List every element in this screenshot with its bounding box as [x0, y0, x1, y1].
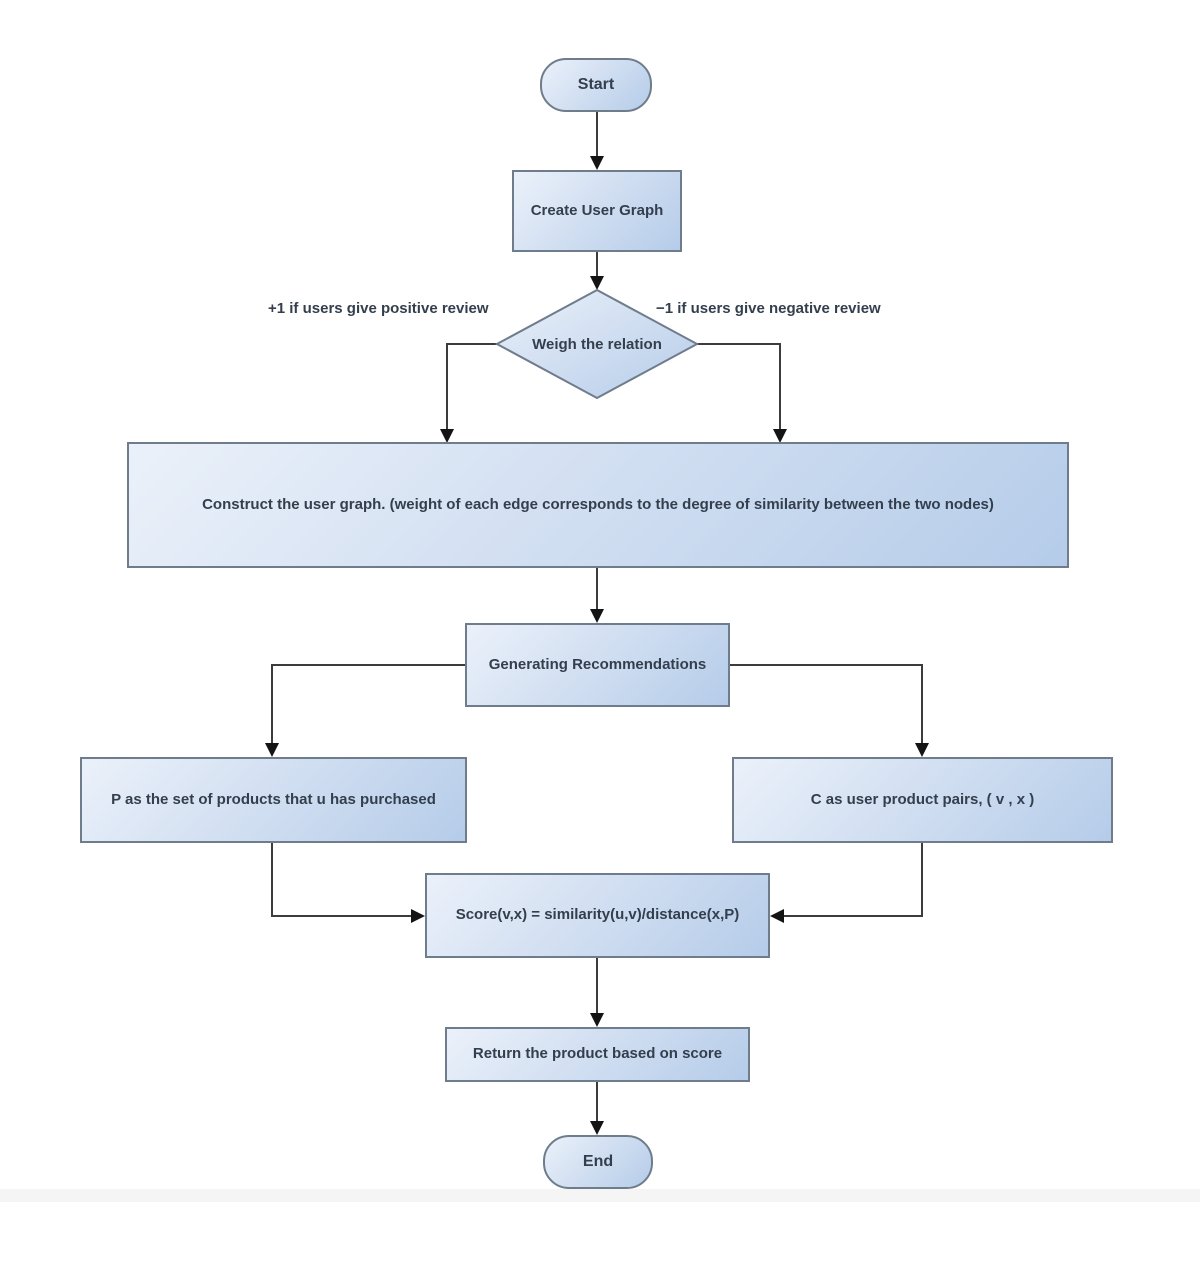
- decision-diamond-shape: [494, 288, 700, 400]
- flow-node-return-product: Return the product based on score: [445, 1027, 750, 1082]
- flow-node-products-set: P as the set of products that u has purc…: [80, 757, 467, 843]
- branch-label-positive: +1 if users give positive review: [268, 300, 489, 317]
- edge-products-to-score: [271, 843, 425, 923]
- edge-weigh-negative-to-construct: [697, 343, 787, 443]
- flow-node-weigh-relation: Weigh the relation: [532, 335, 662, 353]
- footer-strip: [0, 1189, 1200, 1202]
- edge-construct-to-generating: [590, 568, 604, 623]
- edge-create-to-weigh: [590, 252, 604, 290]
- branch-label-negative: −1 if users give negative review: [656, 300, 881, 317]
- flow-node-end: End: [543, 1135, 653, 1189]
- edge-weigh-positive-to-construct: [440, 343, 497, 443]
- flow-node-create-user-graph: Create User Graph: [512, 170, 682, 252]
- flow-node-construct-graph: Construct the user graph. (weight of eac…: [127, 442, 1069, 568]
- edge-generating-to-pairs: [730, 664, 929, 757]
- flow-node-user-product-pairs: C as user product pairs, ( v , x ): [732, 757, 1113, 843]
- flow-node-start: Start: [540, 58, 652, 112]
- edge-pairs-to-score: [770, 843, 923, 923]
- edge-start-to-create: [590, 112, 604, 170]
- flow-node-score-formula: Score(v,x) = similarity(u,v)/distance(x,…: [425, 873, 770, 958]
- edge-return-to-end: [590, 1082, 604, 1135]
- flow-node-generating-recommendations: Generating Recommendations: [465, 623, 730, 707]
- edge-generating-to-products: [265, 664, 465, 757]
- edge-score-to-return: [590, 958, 604, 1027]
